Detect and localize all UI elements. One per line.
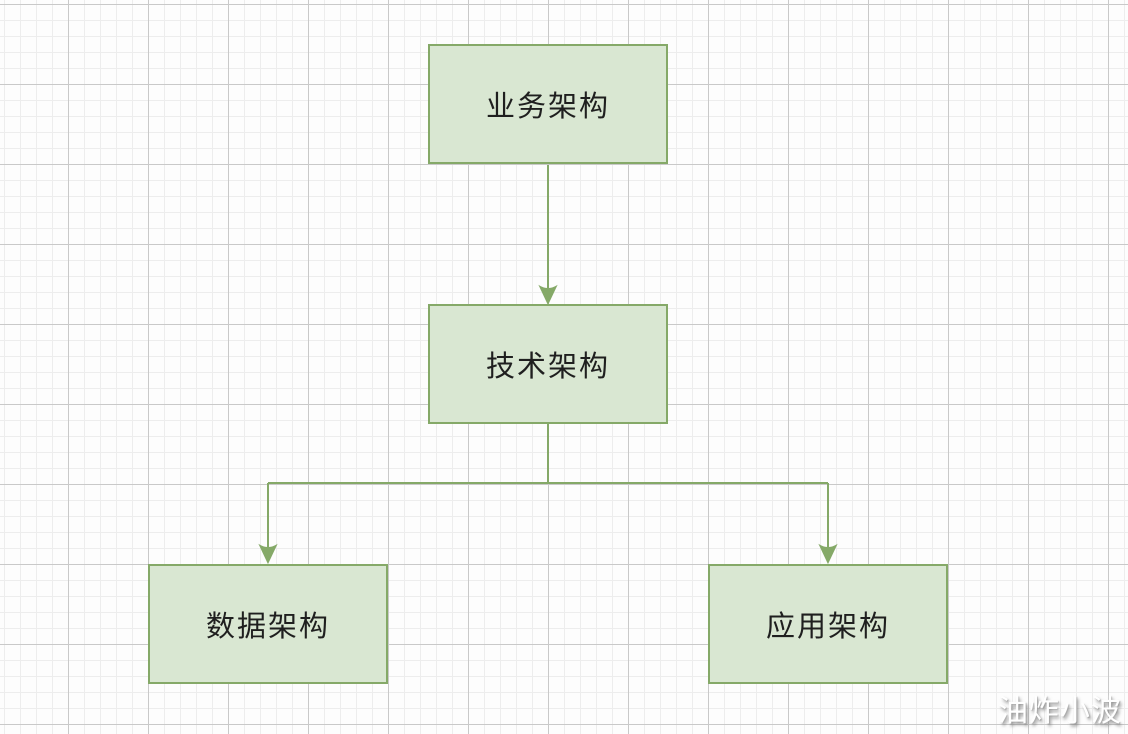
edge-technical-branch	[267, 424, 829, 551]
watermark-text: 油炸小波	[998, 695, 1122, 728]
arrowhead-data	[258, 543, 278, 565]
node-data-label: 数据架构	[205, 611, 330, 643]
node-business-label: 业务架构	[485, 91, 610, 123]
node-business-architecture[interactable]: 业务架构	[428, 44, 668, 164]
node-application-architecture[interactable]: 应用架构	[708, 564, 948, 684]
node-data-architecture[interactable]: 数据架构	[148, 564, 388, 684]
arrowhead-technical	[538, 284, 558, 306]
node-technical-label: 技术架构	[485, 351, 610, 383]
node-technical-architecture[interactable]: 技术架构	[428, 304, 668, 424]
arrowhead-application	[818, 543, 838, 565]
node-application-label: 应用架构	[765, 611, 890, 643]
